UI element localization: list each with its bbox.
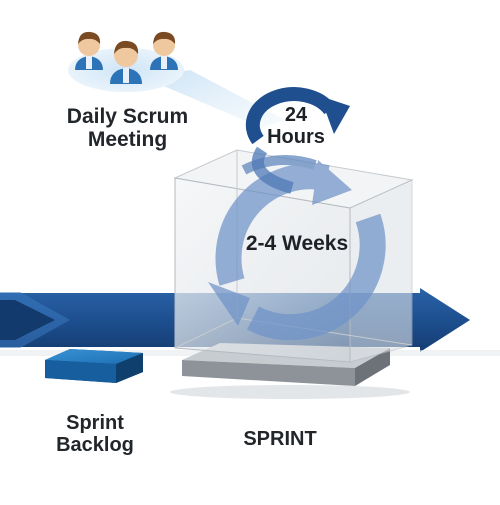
sprint-backlog-label: Sprint Backlog [35,412,155,456]
meeting-label-line2: Meeting [87,128,168,152]
daily-cycle-label-line1: 24 [284,104,308,126]
sprint-backlog-box [45,349,143,383]
people-icon [75,31,178,84]
daily-cycle-label: 24 Hours [256,104,336,148]
daily-cycle-arrow [245,87,350,194]
meeting-label-line1: Daily Scrum [66,105,189,128]
backlog-label-line2: Backlog [56,434,134,456]
daily-cycle-label-line2: Hours [267,126,325,148]
sprint-label: SPRINT [243,428,317,450]
sprint-cycle-ring [208,154,386,341]
daily-scrum-meeting-label: Daily Scrum Meeting [55,105,200,151]
sprint-cycle-label: 2-4 Weeks [245,232,349,255]
backlog-label-line1: Sprint [66,412,124,434]
